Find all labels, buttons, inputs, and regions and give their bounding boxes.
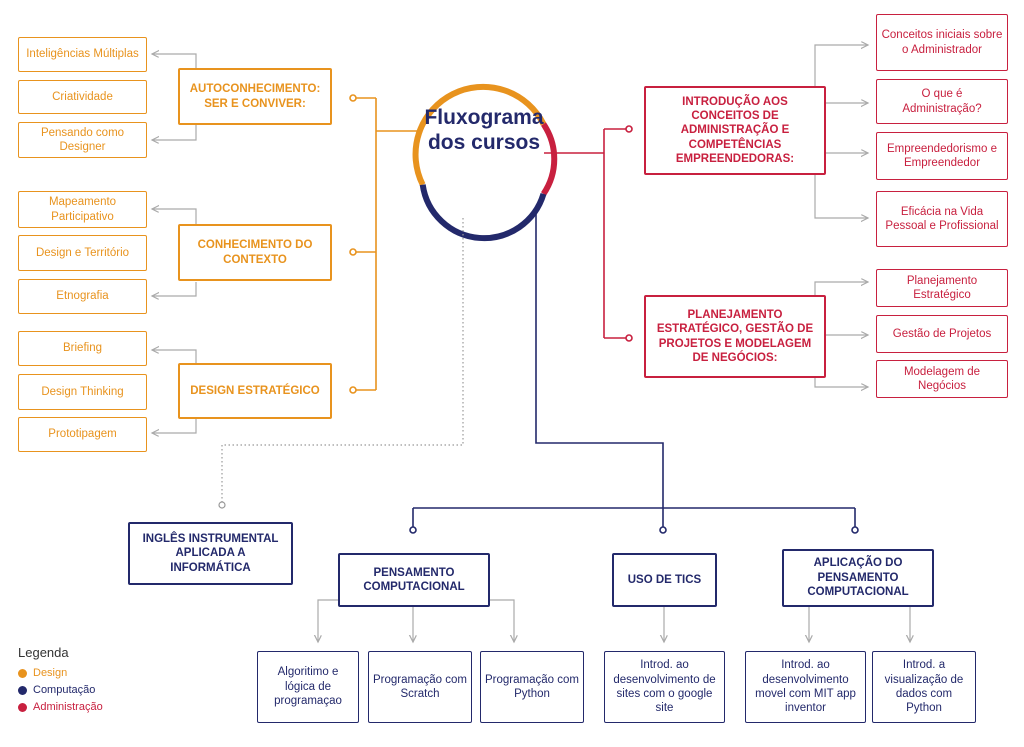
legend-dot [18,685,27,695]
item-empreendedorismo: Empreendedorismo e Empreendedor [876,132,1008,180]
flowchart-title: Fluxograma dos cursos [420,105,548,155]
legend-dot [18,668,27,678]
title-line-1: Fluxograma [424,106,544,129]
item-google-site: Introd. ao desenvolvimento de sites com … [604,651,725,723]
item-label: O que é Administração? [902,88,982,115]
item-prototipagem: Prototipagem [18,417,147,452]
item-label: Algoritimo e lógica de programaçao [274,666,342,708]
item-label: Introd. ao desenvolvimento de sites com … [613,659,716,715]
item-etnografia: Etnografia [18,279,147,314]
item-label: Eficácia na Vida Pessoal e Profissional [885,205,999,232]
item-criatividade: Criatividade [18,80,147,114]
item-label: Gestão de Projetos [892,327,992,340]
group-ingles-instrumental: INGLÊS INSTRUMENTAL APLICADA A INFORMÁTI… [128,522,293,585]
design-connectors [349,94,420,394]
group-title: PLANEJAMENTO ESTRATÉGICO, GESTÃO DE PROJ… [656,308,814,364]
legend-label: Computação [33,684,96,696]
group-planejamento-estrategico: PLANEJAMENTO ESTRATÉGICO, GESTÃO DE PROJ… [644,295,826,378]
design-sub-connectors [152,54,197,433]
item-label: Design Thinking [41,385,124,398]
group-title: DESIGN ESTRATÉGICO [190,384,320,397]
item-label: Empreendedorismo e Empreendedor [887,142,997,169]
group-title: APLICAÇÃO DO PENSAMENTO COMPUTACIONAL [807,557,909,599]
legend-dot [18,702,27,712]
item-planejamento-estrategico: Planejamento Estratégico [876,269,1008,307]
group-aplicacao-pensamento: APLICAÇÃO DO PENSAMENTO COMPUTACIONAL [782,549,934,607]
item-label: Briefing [63,342,102,355]
item-label: Pensando como Designer [40,126,125,153]
item-label: Inteligências Múltiplas [26,48,139,61]
item-label: Modelagem de Negócios [903,365,981,392]
legend-label: Design [33,667,68,679]
item-design-thinking: Design Thinking [18,374,147,410]
item-label: Etnografia [56,290,109,303]
admin-connectors [544,125,633,342]
legend-label: Administração [33,701,103,713]
group-title: CONHECIMENTO DO CONTEXTO [197,239,313,266]
item-modelagem-negocios: Modelagem de Negócios [876,360,1008,398]
legend-title: Legenda [18,645,69,660]
group-title: INGLÊS INSTRUMENTAL APLICADA A INFORMÁTI… [142,532,279,574]
item-pensando-como-designer: Pensando como Designer [18,122,147,158]
legend-item-design: Design [18,667,103,679]
group-title: USO DE TICS [627,573,702,586]
group-introducao-administracao: INTRODUÇÃO AOS CONCEITOS DE ADMINISTRAÇÃ… [644,86,826,175]
item-label: Introd. a visualização de dados com Pyth… [884,659,964,715]
legend-item-computacao: Computação [18,684,103,696]
item-o-que-e-administracao: O que é Administração? [876,79,1008,124]
item-conceitos-iniciais: Conceitos iniciais sobre o Administrador [876,14,1008,71]
item-briefing: Briefing [18,331,147,366]
item-label: Introd. ao desenvolvimento movel com MIT… [755,659,856,715]
item-label: Criatividade [52,90,113,103]
item-visualizacao-python: Introd. a visualização de dados com Pyth… [872,651,976,723]
item-label: Programação com Python [485,673,579,700]
item-eficacia-vida: Eficácia na Vida Pessoal e Profissional [876,191,1008,247]
item-mapeamento-participativo: Mapeamento Participativo [18,191,147,228]
group-design-estrategico: DESIGN ESTRATÉGICO [178,363,332,419]
item-label: Conceitos iniciais sobre o Administrador [881,29,1003,56]
computacao-sub-connectors [318,599,910,642]
group-title: AUTOCONHECIMENTO: SER E CONVIVER: [189,83,321,110]
legend-item-administracao: Administração [18,701,103,713]
item-gestao-projetos: Gestão de Projetos [876,315,1008,353]
group-title: INTRODUÇÃO AOS CONCEITOS DE ADMINISTRAÇÃ… [675,95,795,166]
group-pensamento-computacional: PENSAMENTO COMPUTACIONAL [338,553,490,607]
computacao-connectors [409,213,859,534]
item-label: Mapeamento Participativo [48,196,117,223]
item-mit-app-inventor: Introd. ao desenvolvimento movel com MIT… [745,651,866,723]
item-label: Prototipagem [48,428,117,441]
group-autoconhecimento: AUTOCONHECIMENTO: SER E CONVIVER: [178,68,332,125]
item-label: Programação com Scratch [373,673,467,700]
item-inteligencias-multiplas: Inteligências Múltiplas [18,37,147,72]
admin-sub-connectors [814,45,868,387]
item-label: Design e Território [35,246,130,259]
title-line-2: dos cursos [427,131,541,155]
item-label: Planejamento Estratégico [906,274,978,301]
group-uso-de-tics: USO DE TICS [612,553,717,607]
item-design-e-territorio: Design e Território [18,235,147,271]
center-circle [412,83,558,242]
legend: Legenda Design Computação Administração [18,645,103,718]
group-conhecimento-contexto: CONHECIMENTO DO CONTEXTO [178,224,332,281]
item-programacao-python: Programação com Python [480,651,584,723]
item-programacao-scratch: Programação com Scratch [368,651,472,723]
ingles-dotted-connector [218,218,464,509]
group-title: PENSAMENTO COMPUTACIONAL [363,566,465,593]
item-algoritimo-logica: Algoritimo e lógica de programaçao [257,651,359,723]
